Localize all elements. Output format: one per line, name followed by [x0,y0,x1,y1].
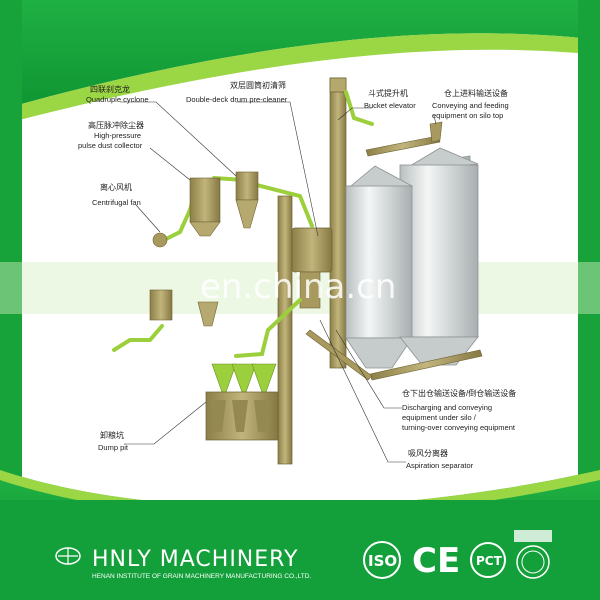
bucket-elevator [277,77,347,465]
dump-pit [205,363,279,441]
ce-label: CE [412,541,460,581]
pulse-dust-collector [189,177,221,237]
label-cn: 仓上进料输送设备 [444,88,508,98]
quadruple-cyclone [235,171,259,229]
watermark-text: en.china.cn [200,267,396,307]
label-en: Aspiration separator [406,461,474,470]
iso-icon: ISO [363,541,401,579]
label-en: turning-over conveying equipment [402,423,516,432]
label-en: Centrifugal fan [92,198,141,207]
label-en: equipment on silo top [432,111,503,120]
label-en: equipment under silo / [402,413,477,422]
label-centrifugal-fan: 离心风机 Centrifugal fan [92,182,141,207]
label-en: Dump pit [98,443,129,452]
iso-label: ISO [368,552,397,570]
leader-lines [120,101,437,463]
silo-bottom-conveyor [305,329,483,381]
aspiration-separator-unit [149,289,219,327]
label-en: Discharging and conveying [402,403,492,412]
steel-silos [344,147,479,369]
label-cn: 吸风分离器 [408,448,448,458]
label-cn: 卸粮坑 [100,430,124,440]
footer: HNLY MACHINERY HENAN INSTITUTE OF GRAIN … [55,530,552,581]
label-cn: 离心风机 [100,182,132,192]
label-en: Conveying and feeding [432,101,509,110]
seal-icon [514,530,552,579]
label-en: pulse dust collector [78,141,143,150]
label-en: Double-deck drum pre-cleaner [186,95,288,104]
label-en: High-pressure [94,131,141,140]
label-drum-precleaner: 双层圆筒初清筛 Double-deck drum pre-cleaner [186,80,288,104]
label-bucket-elevator: 斗式提升机 Bucket elevator [364,88,416,110]
label-en: Bucket elevator [364,101,416,110]
label-aspiration-separator: 吸风分离器 Aspiration separator [406,448,474,470]
ce-icon: CE [412,541,460,581]
label-silo-bottom-conveyor: 仓下出仓输送设备/倒仓输送设备 Discharging and conveyin… [402,388,516,432]
brand-name: HNLY MACHINERY [92,547,298,572]
label-dump-pit: 卸粮坑 Dump pit [98,430,129,452]
drum-precleaner [291,227,333,309]
brand-logo-icon [55,547,81,565]
brand-subtitle: HENAN INSTITUTE OF GRAIN MACHINERY MANUF… [92,573,311,580]
label-silo-top-conveyor: 仓上进料输送设备 Conveying and feeding equipment… [432,88,509,120]
label-cn: 斗式提升机 [368,88,408,98]
label-cn: 双层圆筒初清筛 [230,80,286,90]
silo-top-conveyor [365,121,443,157]
pct-icon: PCT [470,542,506,578]
label-en: Quadruple cyclone [86,95,149,104]
centrifugal-fan [152,232,168,248]
label-cn: 仓下出仓输送设备/倒仓输送设备 [402,388,516,398]
label-pulse-dust-collector: 高压脉冲除尘器 High-pressure pulse dust collect… [78,120,144,150]
label-quadruple-cyclone: 四联刹克龙 Quadruple cyclone [86,84,149,104]
label-cn: 高压脉冲除尘器 [88,120,144,130]
pct-label: PCT [476,554,503,568]
label-cn: 四联刹克龙 [90,84,130,94]
